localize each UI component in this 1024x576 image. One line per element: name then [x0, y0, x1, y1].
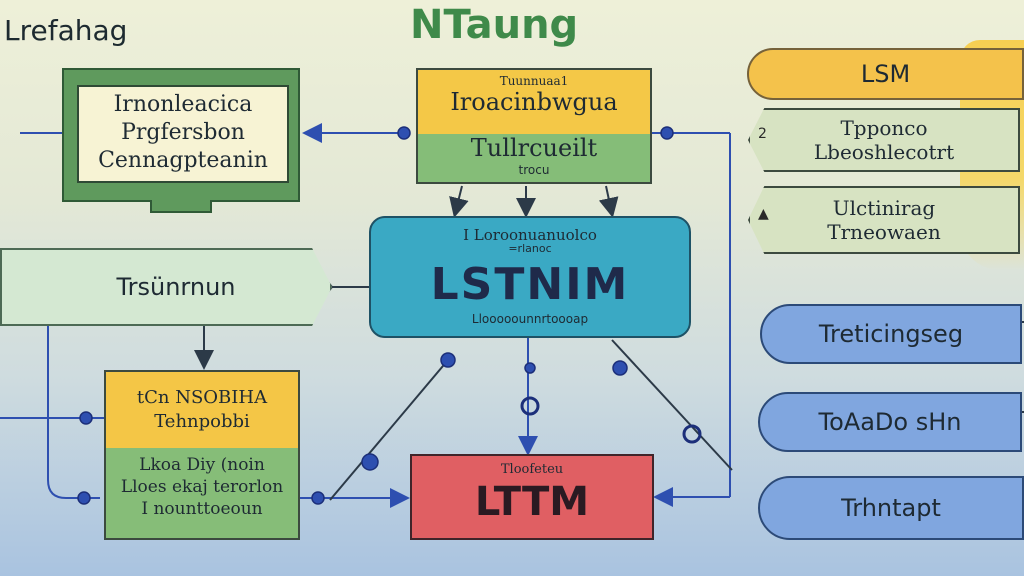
right-blue-node-3[interactable]: Trhntapt [758, 476, 1024, 540]
center-top-small-label-2: trocu [518, 163, 550, 177]
header-left-label: Lrefahag [4, 14, 128, 47]
right-green-2-marker-icon: ▲ [758, 206, 769, 222]
ltm-small-label: Tloofeteu [500, 462, 564, 477]
center-top-small-label: Tuunnuaa1 [499, 74, 569, 88]
center-top-line-1: Iroacinbwgua [450, 88, 618, 116]
banner-label: Trsünrnun [116, 273, 236, 301]
diagram-title: NTaung [410, 2, 579, 48]
right-lsm-node[interactable]: LSM [747, 48, 1024, 100]
right-blue-3-label: Trhntapt [841, 494, 941, 522]
left-top-node-tab [150, 200, 212, 213]
ltm-label: LTTM [474, 479, 590, 525]
lstm-label: LSTNIM [430, 259, 630, 310]
right-green-1-line-2: Lbeoshlecotrt [813, 140, 955, 164]
left-bottom-line-1: Lkoa Diy (noin [139, 455, 265, 475]
left-bottom-node-body[interactable]: Lkoa Diy (noin Lloes ekaj terorlon I nou… [104, 448, 300, 540]
right-green-2-line-1: Ulctinirag [832, 196, 936, 220]
lstm-small-label-2: =rlanoc [508, 242, 552, 255]
right-green-node-2[interactable]: Ulctinirag Trneowaen [748, 186, 1020, 254]
left-bottom-node-header[interactable]: tCn NSOBIHA Tehnpobbi [104, 370, 300, 448]
left-bottom-line-2: Lloes ekaj terorlon [120, 477, 284, 497]
center-top-node-body[interactable]: Tullrcueilt trocu [416, 134, 652, 184]
left-top-node[interactable]: Irnonleacica Prgfersbon Cennagpteanin [77, 85, 289, 183]
left-top-line-1: Irnonleacica [113, 92, 253, 117]
right-blue-node-1[interactable]: Treticingseg [760, 304, 1022, 364]
right-green-1-marker-icon: 2 [758, 126, 767, 142]
right-blue-2-label: ToAaDo sHn [818, 408, 962, 436]
left-bottom-line-3: I nounttoeoun [141, 499, 263, 519]
left-bottom-top-line-2: Tehnpobbi [154, 411, 250, 432]
left-top-line-2: Prgfersbon [121, 120, 245, 145]
center-top-node-header[interactable]: Tuunnuaa1 Iroacinbwgua [416, 68, 652, 134]
lstm-node[interactable]: I Loroonuanuolco =rlanoc LSTNIM Llooooou… [369, 216, 691, 338]
left-banner-node[interactable]: Trsünrnun [0, 248, 332, 326]
right-green-node-1[interactable]: Tpponco Lbeoshlecotrt [748, 108, 1020, 172]
right-lsm-label: LSM [860, 60, 911, 88]
right-blue-1-label: Treticingseg [818, 320, 964, 348]
right-green-2-line-2: Trneowaen [827, 220, 941, 244]
center-top-line-2: Tullrcueilt [470, 134, 598, 162]
right-green-1-line-1: Tpponco [840, 116, 928, 140]
lstm-small-label-3: Llooooounnrtoooap [471, 312, 589, 326]
ltm-node[interactable]: Tloofeteu LTTM [410, 454, 654, 540]
left-bottom-top-line-1: tCn NSOBIHA [136, 387, 268, 408]
left-top-line-3: Cennagpteanin [98, 148, 268, 173]
right-blue-node-2[interactable]: ToAaDo sHn [758, 392, 1022, 452]
lstm-small-label-1: I Loroonuanuolco [463, 226, 597, 244]
